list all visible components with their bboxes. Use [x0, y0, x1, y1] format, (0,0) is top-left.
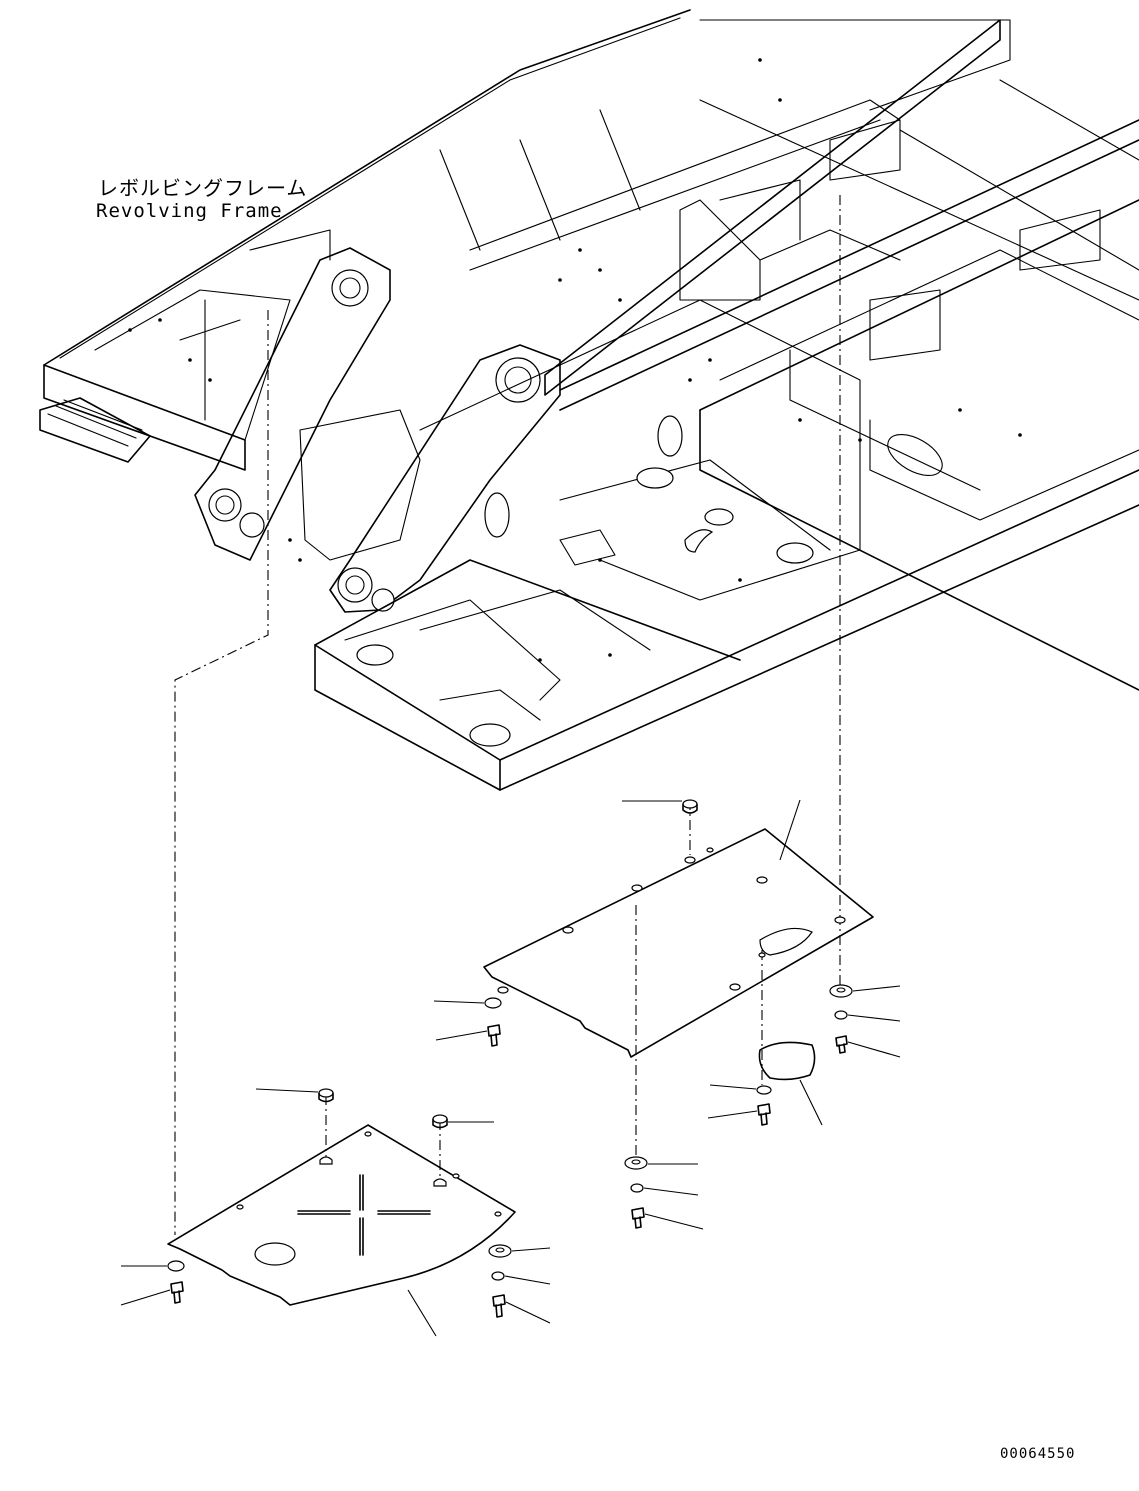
small-cover: [758, 1041, 823, 1126]
washer: [433, 997, 502, 1009]
bolt: [435, 1024, 501, 1047]
lower-cover-plate: [167, 1124, 516, 1337]
spacer: [255, 1088, 334, 1103]
spacer: [622, 799, 698, 814]
bolt: [120, 1281, 184, 1306]
drawing-number: 00064550: [1000, 1446, 1076, 1462]
washer: [624, 1156, 698, 1170]
lock-washer: [834, 1010, 901, 1022]
revolving-frame: [39, 9, 1139, 791]
frame-label-english: Revolving Frame: [96, 200, 283, 222]
washer: [829, 984, 901, 998]
bolt: [492, 1294, 551, 1324]
washer: [121, 1260, 185, 1272]
bolt: [835, 1035, 901, 1058]
boom-bracket-right: [329, 344, 561, 613]
spacer: [432, 1114, 494, 1129]
frame-label-japanese: レボルビングフレーム: [98, 176, 308, 200]
lock-washer: [491, 1271, 551, 1285]
washer: [709, 1084, 772, 1095]
upper-cover-plate: [483, 799, 874, 1058]
boom-bracket-left: [194, 247, 391, 561]
frame-bolt-holes: [128, 58, 1022, 662]
fasteners: [120, 799, 901, 1324]
washer: [488, 1244, 551, 1258]
bolt: [707, 1103, 771, 1126]
step: [39, 397, 151, 463]
lock-washer: [630, 1183, 699, 1196]
bolt: [631, 1207, 704, 1230]
